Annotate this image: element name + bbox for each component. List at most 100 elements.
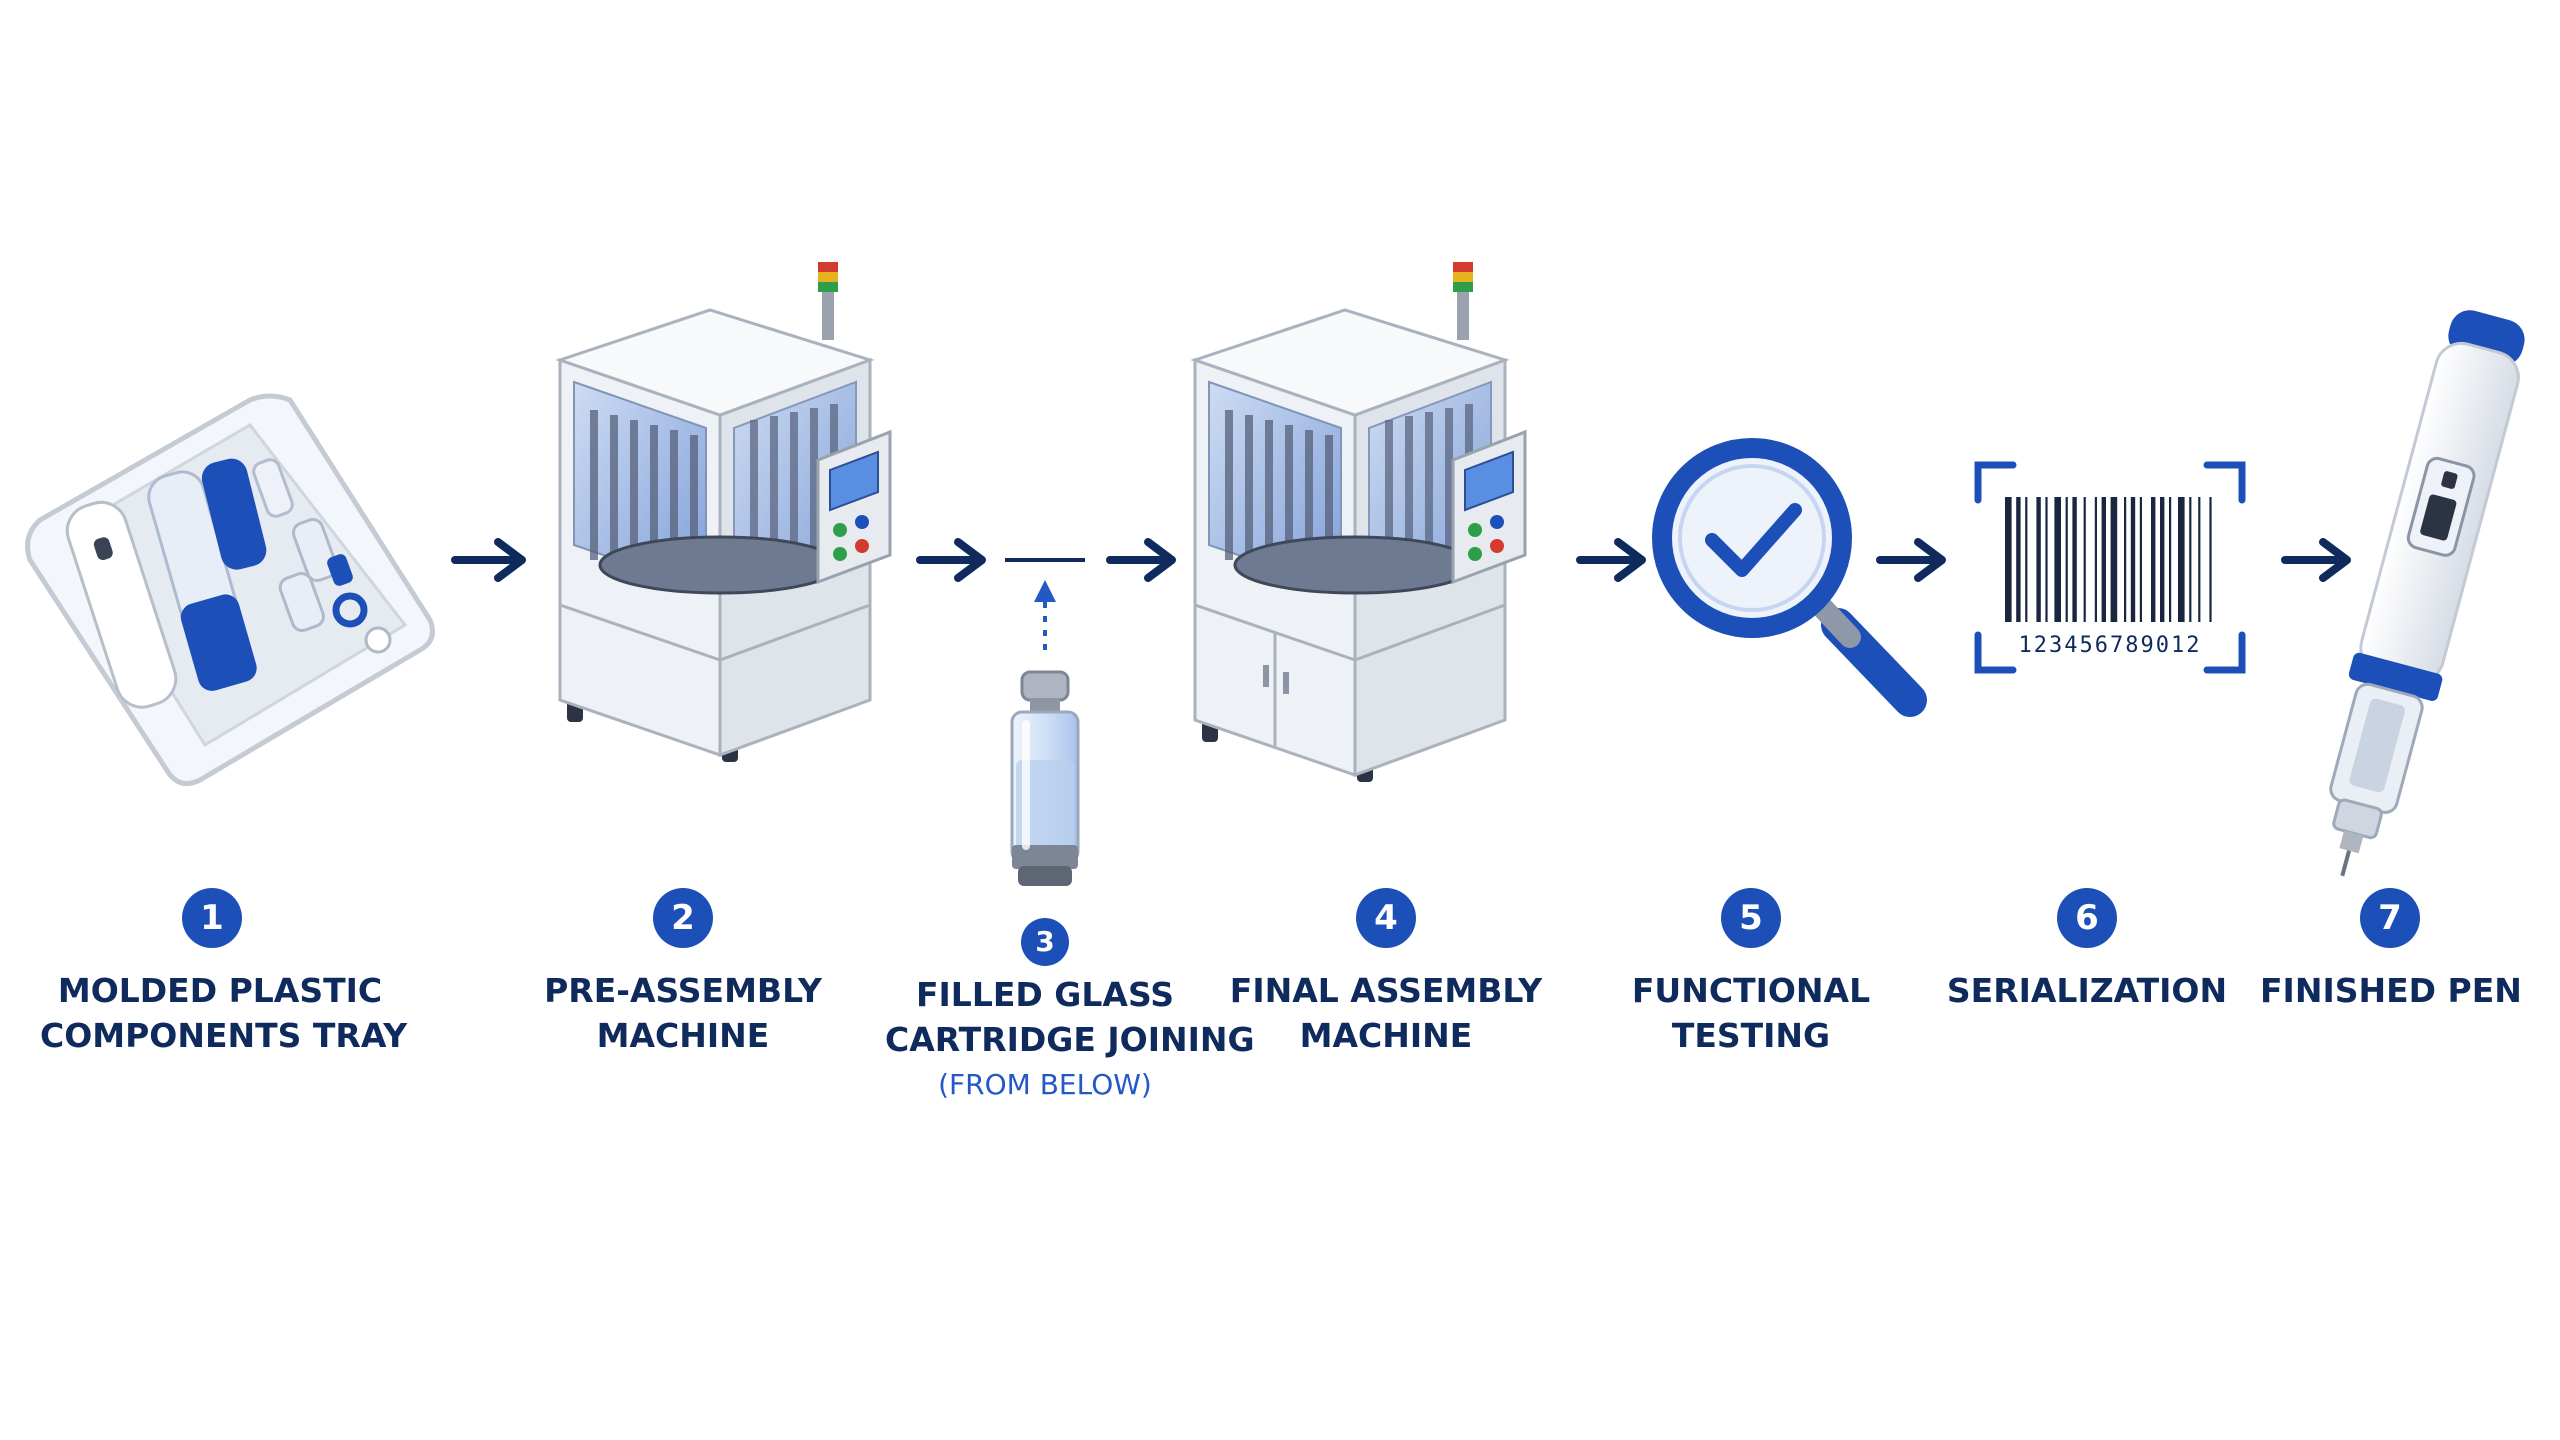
machine-panel-seam <box>719 603 871 662</box>
signal-light-yellow <box>818 272 838 282</box>
step-4-label-line-2: MACHINE <box>1299 1016 1473 1055</box>
barcode-bar <box>2139 497 2142 622</box>
arrow-4-to-5 <box>1576 538 1646 582</box>
machine-panel-seam <box>559 603 721 662</box>
barcode-bar <box>2016 497 2021 622</box>
machine-control-button <box>855 539 869 553</box>
step-6-badge: 6 <box>2057 888 2117 948</box>
machine-rotary-table <box>598 535 842 595</box>
barcode-bar <box>2054 497 2061 622</box>
barcode-bar <box>2101 497 2106 622</box>
barcode-icon: 123456789012 <box>1974 461 2246 674</box>
machine-internal-column <box>770 416 778 556</box>
machine-internal-column <box>1245 415 1253 565</box>
step-2-label-line-2: MACHINE <box>596 1016 770 1055</box>
machine-internal-column <box>1285 425 1293 575</box>
machine-control-button <box>855 515 869 529</box>
step-3-label-line-2: CARTRIDGE JOINING <box>885 1020 1255 1059</box>
machine-control-panel <box>1451 429 1527 585</box>
barcode-bar <box>2072 497 2077 622</box>
step-4-label: FINAL ASSEMBLY MACHINE <box>1226 968 1546 1058</box>
arrow-2-to-3 <box>916 538 986 582</box>
machine-control-button <box>1468 547 1482 561</box>
machine-door-handle <box>1263 665 1269 687</box>
machine-internal-column <box>1225 410 1233 560</box>
barcode-bar <box>2178 497 2185 622</box>
step-1-badge: 1 <box>182 888 242 948</box>
machine-internal-column <box>1385 420 1393 560</box>
machine-top <box>1190 308 1510 417</box>
arrow-5-to-6 <box>1876 538 1946 582</box>
signal-light-green <box>1453 282 1473 292</box>
machine-internal-column <box>1265 420 1273 570</box>
barcode-bar <box>2083 497 2086 622</box>
barcode-bar <box>2209 497 2212 622</box>
barcode-digits: 123456789012 <box>2019 633 2202 658</box>
step-3-badge: 3 <box>1021 918 1069 966</box>
machine-control-panel <box>816 429 892 585</box>
barcode-bar <box>2151 497 2156 622</box>
step-5-badge: 5 <box>1721 888 1781 948</box>
barcode-bar <box>2130 497 2136 622</box>
barcode-bar <box>2189 497 2192 622</box>
arrow-3-to-4 <box>1106 538 1176 582</box>
magnifier-check-icon <box>1652 438 1927 717</box>
barcode-bar <box>2169 497 2172 622</box>
machine-control-button <box>833 547 847 561</box>
component-tray-icon <box>25 393 435 787</box>
pre-assembly-machine-icon <box>555 262 892 762</box>
step-7-label: FINISHED PEN <box>2260 968 2522 1013</box>
step-6-label: SERIALIZATION <box>1937 968 2237 1013</box>
step-1-label-line-1: MOLDED PLASTIC <box>57 971 383 1010</box>
barcode-bar <box>2045 497 2048 622</box>
barcode-bar <box>2005 497 2012 622</box>
step-5-label: FUNCTIONAL TESTING <box>1611 968 1891 1058</box>
machine-hmi-screen <box>1464 450 1514 512</box>
final-assembly-machine-icon <box>1190 262 1527 782</box>
machine-control-button <box>1490 515 1504 529</box>
step-2-label: PRE-ASSEMBLY MACHINE <box>533 968 833 1058</box>
machine-control-button <box>1468 523 1482 537</box>
machine-internal-column <box>630 420 638 570</box>
machine-internal-column <box>750 420 758 560</box>
machine-control-button <box>833 523 847 537</box>
barcode-bar <box>2198 497 2201 622</box>
step-5-label-line-2: TESTING <box>1671 1016 1831 1055</box>
step-7-label-line-1: FINISHED PEN <box>2260 971 2522 1010</box>
signal-light-red <box>818 262 838 272</box>
signal-tower-pole <box>822 290 834 340</box>
signal-light-yellow <box>1453 272 1473 282</box>
barcode-bar <box>2065 497 2068 622</box>
machine-internal-column <box>1405 416 1413 556</box>
step-1-label-line-2: COMPONENTS TRAY <box>40 1016 408 1055</box>
step-3-note: (FROM BELOW) <box>938 1068 1152 1101</box>
step-4-label-line-1: FINAL ASSEMBLY <box>1229 971 1543 1010</box>
barcode-bar <box>2094 497 2097 622</box>
barcode-bar <box>2124 497 2127 622</box>
machine-rotary-table <box>1233 535 1477 595</box>
step-1-label: MOLDED PLASTIC COMPONENTS TRAY <box>40 968 408 1058</box>
machine-internal-column <box>1445 408 1453 548</box>
step-4-badge: 4 <box>1356 888 1416 948</box>
cartridge-join-indicator <box>1005 558 1085 650</box>
arrow-1-to-2 <box>451 538 526 582</box>
barcode-bar <box>2036 497 2041 622</box>
machine-internal-column <box>690 435 698 585</box>
step-5-label-line-1: FUNCTIONAL <box>1631 971 1871 1010</box>
machine-panel-seam <box>1354 603 1506 662</box>
machine-internal-column <box>670 430 678 580</box>
barcode-bar <box>2110 497 2118 622</box>
step-7-badge: 7 <box>2360 888 2420 948</box>
machine-hmi-screen <box>829 450 879 512</box>
machine-internal-column <box>650 425 658 575</box>
barcode-bars <box>2005 497 2212 622</box>
signal-light-red <box>1453 262 1473 272</box>
barcode-bar <box>2160 497 2165 622</box>
step-2-badge: 2 <box>653 888 713 948</box>
machine-internal-column <box>790 412 798 552</box>
signal-light-green <box>818 282 838 292</box>
injection-pen-icon <box>2329 310 2525 877</box>
machine-top <box>555 308 875 417</box>
